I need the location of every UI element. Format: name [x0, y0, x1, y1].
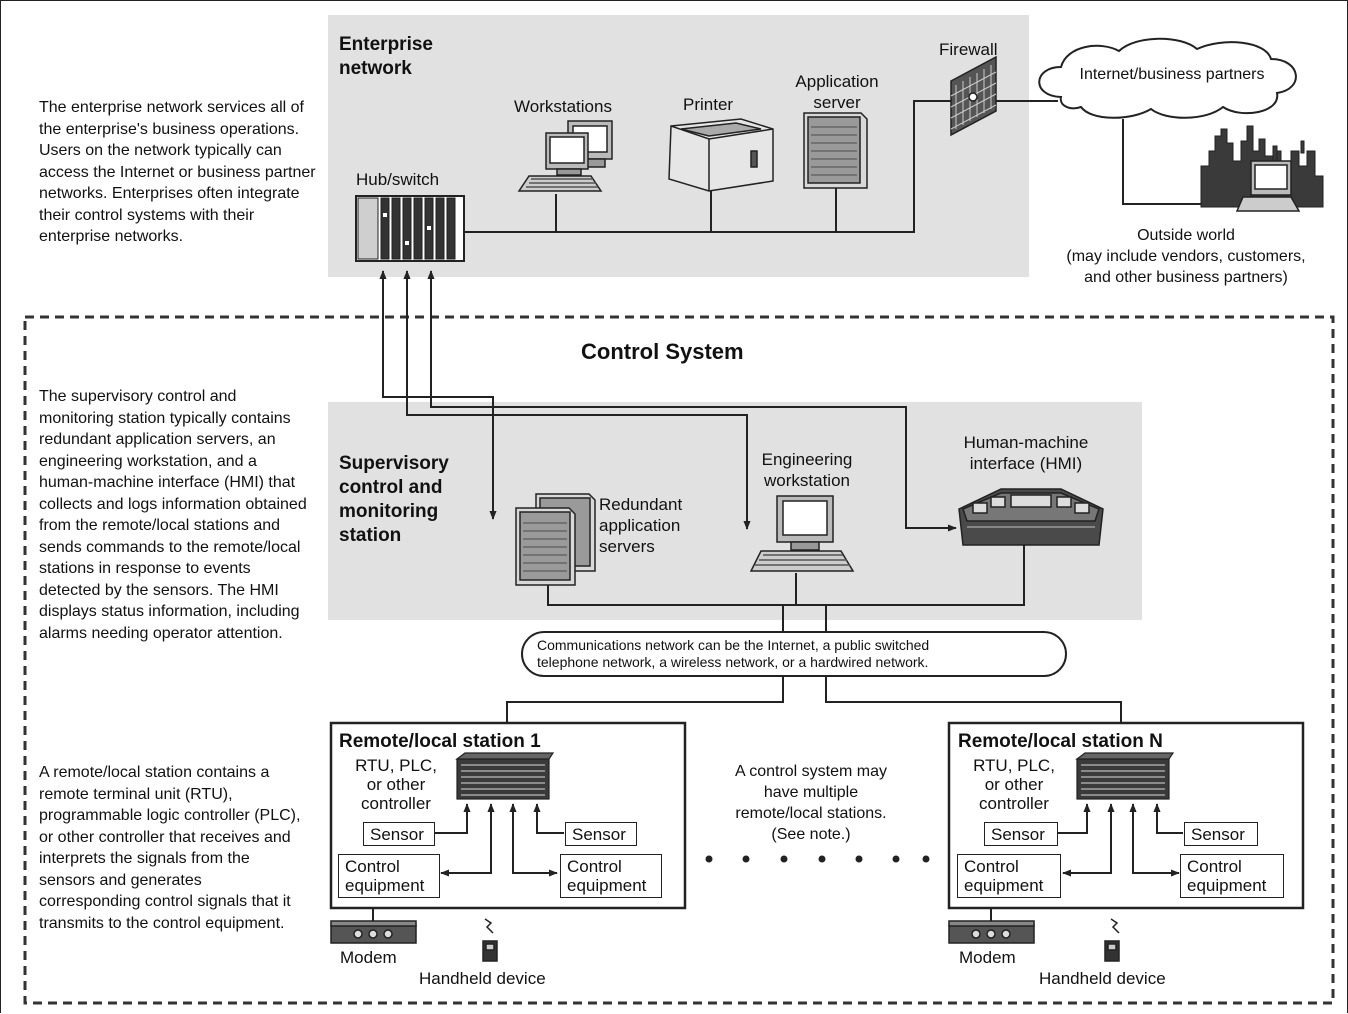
station-n-modem-icon: [948, 920, 1035, 944]
hmi-console-icon: [958, 488, 1104, 546]
station-1-sensor-right: Sensor: [565, 822, 637, 846]
station-1-wiring: [372, 803, 564, 925]
station-1-control-equipment-right: Control equipment: [560, 854, 662, 898]
supervisory-bus: [547, 545, 1025, 632]
station-n-title: Remote/local station N: [958, 731, 1163, 752]
internet-cloud-label: Internet/business partners: [1079, 66, 1265, 83]
internet-cloud-icon: [1038, 37, 1297, 119]
firewall-label: Firewall: [939, 40, 998, 59]
station-1-title: Remote/local station 1: [339, 731, 541, 752]
ellipsis-dots: [705, 855, 930, 863]
station-n-handheld-icon: [1104, 918, 1120, 962]
station-n-controller-label: RTU, PLC, or other controller: [973, 756, 1055, 813]
station-n-sensor-right: Sensor: [1184, 822, 1258, 846]
station-n-controller-icon: [1075, 752, 1175, 800]
station-n-handheld-label: Handheld device: [1039, 969, 1166, 988]
hub-to-station-links: [383, 271, 957, 532]
station-1-modem-icon: [330, 920, 417, 944]
station-n-control-equipment-right: Control equipment: [1180, 854, 1284, 898]
hub-switch-label: Hub/switch: [356, 170, 440, 189]
communications-network-label: Communications network can be the Intern…: [537, 637, 930, 670]
workstations-label: Workstations: [514, 97, 612, 116]
station-n-modem-label: Modem: [959, 948, 1016, 967]
hmi-label: Human-machine interface (HMI): [963, 433, 1089, 473]
application-server-icon: [803, 112, 868, 189]
outside-world-label: Outside world (may include vendors, cust…: [1066, 227, 1306, 286]
network-to-stations: [506, 675, 1122, 723]
redundant-servers-icon: [515, 493, 596, 586]
station-1-controller-label: RTU, PLC, or other controller: [355, 756, 437, 813]
station-1-handheld-icon: [482, 918, 498, 962]
supervisory-station-title: Supervisory control and monitoring stati…: [339, 453, 449, 546]
engineering-workstation-icon: [749, 495, 855, 572]
enterprise-network-title: Enterprise network: [339, 34, 433, 79]
workstations-icon: [517, 120, 613, 192]
station-1-sensor-left: Sensor: [363, 822, 435, 846]
station-n-control-equipment-left: Control equipment: [957, 854, 1061, 898]
station-1-controller-icon: [455, 752, 555, 800]
outside-workstation-icon: [1235, 160, 1301, 212]
redundant-servers-label: Redundant application servers: [599, 495, 683, 556]
enterprise-description: The enterprise network services all of t…: [39, 99, 316, 245]
hub-switch-icon: [355, 195, 465, 262]
control-system-title: Control System: [581, 339, 744, 364]
multiple-stations-note: A control system may have multiple remot…: [734, 763, 888, 843]
engineering-workstation-label: Engineering workstation: [761, 450, 853, 490]
station-1-control-equipment-left: Control equipment: [338, 854, 440, 898]
application-server-label: Application server: [795, 72, 879, 112]
firewall-icon: [950, 55, 997, 137]
communications-network-box: [521, 631, 1067, 677]
supervisory-description: The supervisory control and monitoring s…: [39, 388, 307, 642]
station-n-sensor-left: Sensor: [984, 822, 1058, 846]
printer-label: Printer: [683, 95, 734, 114]
remote-station-description: A remote/local station contains a remote…: [39, 764, 301, 932]
printer-icon: [668, 118, 774, 192]
station-1-modem-label: Modem: [340, 948, 397, 967]
station-1-handheld-label: Handheld device: [419, 969, 546, 988]
